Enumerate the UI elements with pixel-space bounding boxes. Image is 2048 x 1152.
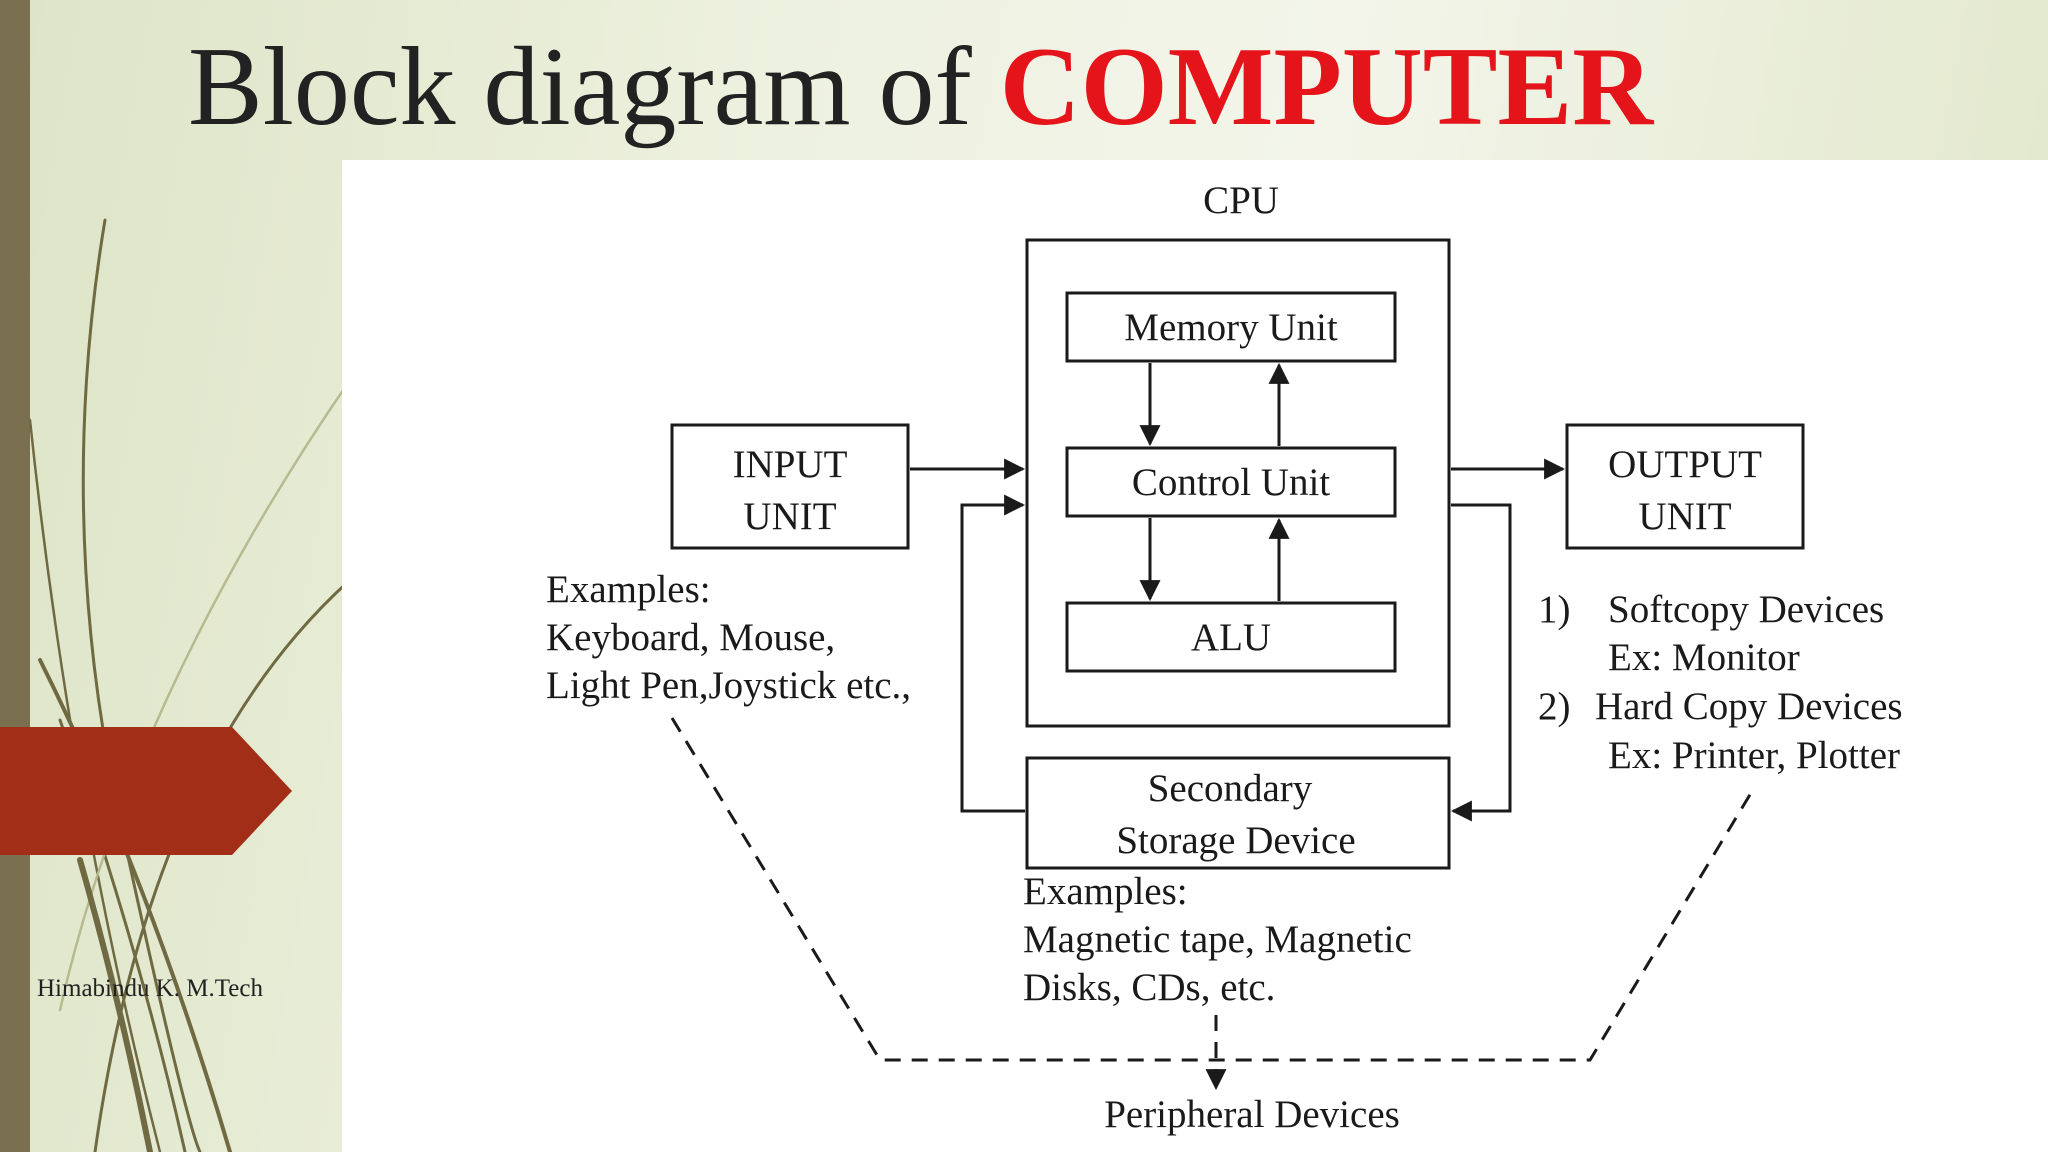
output-item1-number: 1)	[1538, 588, 1571, 631]
storage-examples-heading: Examples:	[1023, 870, 1188, 913]
secondary-storage-label-line1: Secondary	[1148, 767, 1313, 810]
output-item1-text: Softcopy Devices	[1608, 588, 1884, 631]
peripheral-dashed-connector	[670, 717, 1756, 1091]
input-examples-heading: Examples:	[546, 568, 711, 611]
input-examples-line1: Keyboard, Mouse,	[546, 616, 835, 659]
computer-block-diagram: CPU Memory Unit Control Unit ALU INPUT U…	[546, 179, 1903, 1136]
secondary-storage-box	[1025, 756, 1451, 870]
output-unit-box	[1565, 423, 1805, 550]
cpu-box	[1025, 238, 1451, 728]
storage-examples-line2: Disks, CDs, etc.	[1023, 966, 1275, 1009]
cpu-label: CPU	[1203, 179, 1279, 222]
output-item1-example: Ex: Monitor	[1608, 636, 1800, 679]
author-credit: Himabindu K. M.Tech	[37, 975, 263, 1002]
input-examples-line2: Light Pen,Joystick etc.,	[546, 664, 911, 707]
peripheral-dashed-path	[670, 717, 1756, 1062]
control-unit-label: Control Unit	[1132, 461, 1330, 504]
input-unit-box	[670, 423, 910, 550]
memory-unit-box	[1065, 291, 1397, 363]
output-unit-label-line2: UNIT	[1638, 495, 1731, 538]
alu-box	[1065, 601, 1397, 673]
arrow-cpu-to-storage	[1450, 503, 1512, 822]
memory-unit-label: Memory Unit	[1124, 306, 1338, 349]
input-unit-label-line1: INPUT	[733, 443, 848, 486]
title-accent: COMPUTER	[999, 25, 1654, 149]
storage-examples-line1: Magnetic tape, Magnetic	[1023, 918, 1412, 961]
input-unit-label-line2: UNIT	[743, 495, 836, 538]
output-item2-example: Ex: Printer, Plotter	[1608, 734, 1900, 777]
output-item2-text: Hard Copy Devices	[1595, 685, 1903, 728]
title-prefix: Block diagram of	[188, 25, 1000, 149]
secondary-storage-label-line2: Storage Device	[1116, 819, 1355, 862]
output-item2-number: 2)	[1538, 685, 1571, 728]
red-arrow-tab	[0, 727, 292, 855]
alu-label: ALU	[1191, 616, 1271, 659]
diagram-panel: CPU Memory Unit Control Unit ALU INPUT U…	[342, 160, 2048, 1152]
arrow-storage-to-cpu	[960, 494, 1026, 813]
peripheral-devices-label: Peripheral Devices	[1104, 1093, 1400, 1136]
output-unit-label-line1: OUTPUT	[1608, 443, 1762, 486]
left-accent-bar	[0, 0, 30, 1152]
slide-title: Block diagram of COMPUTER	[188, 22, 1653, 152]
control-unit-box	[1065, 446, 1397, 518]
red-arrow-shape	[0, 727, 292, 855]
